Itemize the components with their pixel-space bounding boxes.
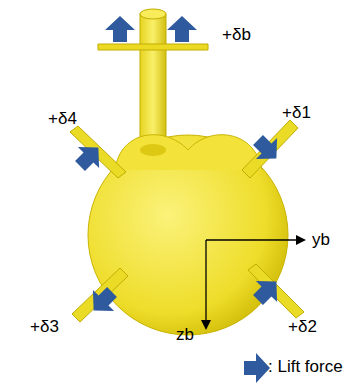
delta-label: +δ1 [282, 104, 311, 123]
delta-label: +δ3 [30, 318, 59, 337]
legend-text: : Lift force [268, 358, 343, 377]
axis-label: zb [176, 326, 194, 345]
delta-label: +δ4 [48, 110, 77, 129]
legend-arrow [244, 353, 270, 383]
delta-label: +δb [222, 26, 251, 45]
delta-label: +δ2 [288, 318, 317, 337]
axis-label: yb [312, 231, 330, 250]
